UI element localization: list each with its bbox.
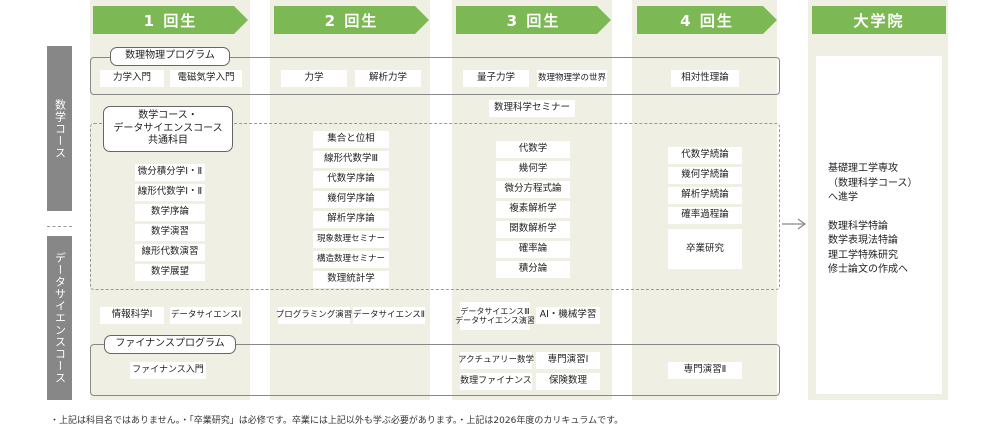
course-box: 情報科学Ⅰ bbox=[100, 307, 164, 324]
course-box: 積分論 bbox=[496, 261, 570, 278]
course-box: 数学序論 bbox=[135, 204, 205, 221]
course-box: アクチュアリー数学 bbox=[458, 352, 534, 369]
graduate-info-box: 基礎理工学専攻 （数理科学コース） へ進学 数理科学特論 数学表現法特論 理工学… bbox=[816, 56, 942, 394]
column-year3 bbox=[452, 0, 612, 400]
course-box: データサイエンスⅡ bbox=[353, 307, 425, 324]
course-box: 保険数理 bbox=[536, 373, 600, 390]
course-box: 数理ファイナンス bbox=[460, 373, 532, 390]
course-box: 解析学続論 bbox=[668, 187, 742, 204]
grad-item: 理工学特殊研究 bbox=[828, 249, 898, 261]
course-box: 複素解析学 bbox=[496, 201, 570, 218]
course-box: 確率過程論 bbox=[668, 207, 742, 224]
course-box: 専門演習Ⅱ bbox=[668, 362, 742, 379]
course-box: 代数学 bbox=[496, 141, 570, 158]
grad-line: 基礎理工学専攻 bbox=[828, 163, 898, 174]
side-label-math: 数学コース bbox=[47, 46, 72, 211]
course-box: 関数解析学 bbox=[496, 221, 570, 238]
course-box: 量子力学 bbox=[463, 70, 529, 87]
grad-line: へ進学 bbox=[828, 192, 858, 203]
common-program-label: 数学コース・データサイエンスコース共通科目 bbox=[103, 106, 233, 152]
header-year1: 1 回生 bbox=[93, 6, 248, 34]
course-box: 力学 bbox=[281, 70, 347, 87]
thesis-box: 卒業研究 bbox=[668, 229, 742, 269]
course-box: 確率論 bbox=[496, 241, 570, 258]
course-box: 数学展望 bbox=[135, 264, 205, 281]
course-box: 電磁気学入門 bbox=[170, 70, 242, 87]
grad-item: 修士論文の作成へ bbox=[828, 264, 908, 275]
common-courses-frame bbox=[90, 123, 780, 290]
physics-program-frame bbox=[90, 57, 780, 95]
course-box: 幾何学続論 bbox=[668, 167, 742, 184]
finance-program-label: ファイナンスプログラム bbox=[104, 335, 236, 354]
course-box: 相対性理論 bbox=[671, 70, 739, 87]
side-label-ds: データサイエンスコース bbox=[47, 236, 72, 400]
course-box: AI・機械学習 bbox=[536, 307, 600, 324]
course-box: 代数学続論 bbox=[668, 147, 742, 164]
grad-item: 数理科学特論 bbox=[828, 220, 888, 232]
course-box: ファイナンス入門 bbox=[130, 362, 206, 379]
course-box: 力学入門 bbox=[100, 70, 164, 87]
grad-item: 数学表現法特論 bbox=[828, 235, 898, 246]
course-box: 解析学序論 bbox=[313, 211, 389, 228]
course-box: 幾何学序論 bbox=[313, 191, 389, 208]
footnote: ・上記は科目名ではありません。・「卒業研究」は必修です。卒業には上記以外も学ぶ必… bbox=[50, 416, 624, 426]
header-year4: 4 回生 bbox=[637, 6, 777, 34]
course-box: 線形代数演習 bbox=[135, 244, 205, 261]
course-box: 微分積分学Ⅰ・Ⅱ bbox=[135, 164, 205, 181]
course-box: 現象数理セミナー bbox=[313, 231, 389, 248]
course-box: プログラミング演習 bbox=[276, 307, 352, 324]
course-box: 集合と位相 bbox=[313, 131, 389, 148]
header-grad: 大学院 bbox=[812, 6, 946, 34]
course-box: 代数学序論 bbox=[313, 171, 389, 188]
course-box: 解析力学 bbox=[355, 70, 421, 87]
side-divider bbox=[47, 226, 72, 227]
course-box: 数理科学セミナー bbox=[489, 100, 575, 117]
course-box: データサイエンスⅠ bbox=[170, 307, 242, 324]
header-year3: 3 回生 bbox=[456, 6, 611, 34]
course-box: 線形代数学Ⅰ・Ⅱ bbox=[135, 184, 205, 201]
course-box: 数理物理学の世界 bbox=[537, 70, 607, 87]
physics-program-label: 数理物理プログラム bbox=[110, 47, 230, 66]
course-box: 数理統計学 bbox=[313, 271, 389, 288]
header-year2: 2 回生 bbox=[274, 6, 429, 34]
finance-program-frame bbox=[90, 344, 780, 396]
course-box: 幾何学 bbox=[496, 161, 570, 178]
course-box: 微分方程式論 bbox=[496, 181, 570, 198]
course-box: 線形代数学Ⅲ bbox=[313, 151, 389, 168]
grad-line: （数理科学コース） bbox=[828, 177, 918, 189]
arrow-right-icon bbox=[782, 218, 807, 230]
course-box: 専門演習Ⅰ bbox=[536, 352, 600, 369]
course-box: 構造数理セミナー bbox=[313, 251, 389, 268]
course-box: 数学演習 bbox=[135, 224, 205, 241]
